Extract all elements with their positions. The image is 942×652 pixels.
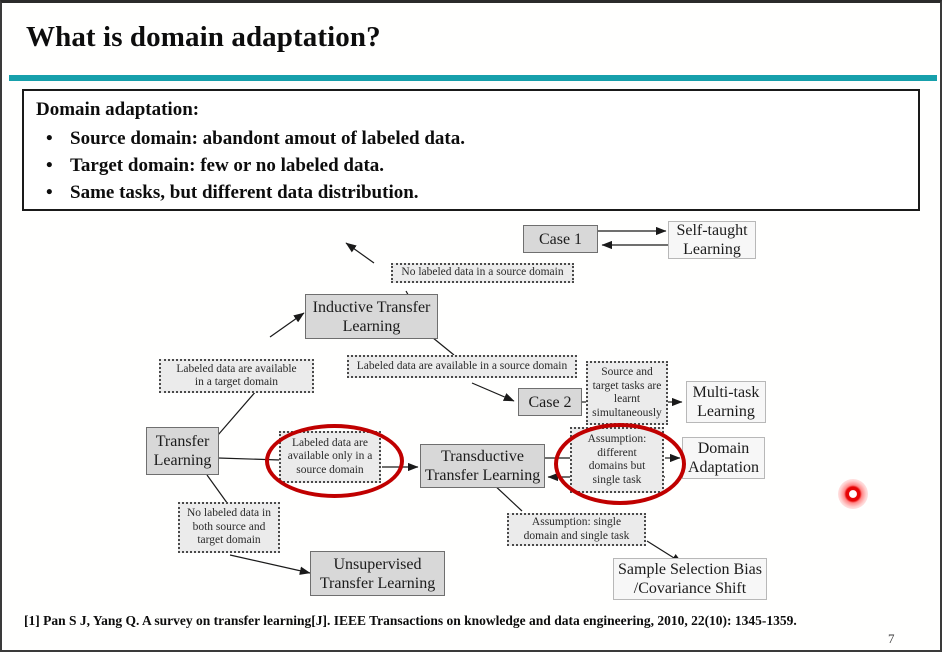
node-label: Case 2: [528, 393, 572, 411]
list-item: • Target domain: few or no labeled data.: [36, 152, 465, 179]
condition-no-labeled-data-source: No labeled data in a source domain: [391, 263, 574, 283]
definition-bullet-list: • Source domain: abandont amout of label…: [36, 125, 465, 206]
bullet-glyph: •: [46, 128, 53, 149]
node-label: Case 1: [538, 230, 583, 248]
list-item: • Same tasks, but different data distrib…: [36, 179, 465, 206]
laser-pointer-cursor: [838, 479, 868, 509]
list-item: • Source domain: abandont amout of label…: [36, 125, 465, 152]
title-underline-rule: [9, 75, 937, 81]
condition-labeled-data-source-domain: Labeled data are available in a source d…: [347, 355, 577, 378]
page-title: What is domain adaptation?: [26, 21, 381, 53]
node-label: Sample Selection Bias/Covariance Shift: [618, 561, 762, 597]
list-item-label: Same tasks, but different data distribut…: [70, 182, 419, 203]
definition-heading: Domain adaptation:: [36, 99, 200, 120]
page-number: 7: [888, 631, 895, 646]
node-case-1[interactable]: Case 1: [523, 225, 598, 253]
condition-label: Labeled data are available in a source d…: [356, 359, 568, 372]
list-item-label: Target domain: few or no labeled data.: [70, 155, 385, 176]
bullet-glyph: •: [46, 182, 53, 203]
list-item-label: Source domain: abandont amout of labeled…: [70, 128, 466, 149]
node-case-2[interactable]: Case 2: [518, 388, 582, 416]
domain-adaptation-definition-box: Domain adaptation: • Source domain: aban…: [22, 89, 920, 211]
node-sample-selection-bias[interactable]: Sample Selection Bias/Covariance Shift: [613, 558, 767, 600]
red-ellipse-different-domains: [554, 423, 686, 505]
red-ellipse-labeled-only-source: [265, 424, 404, 498]
condition-label: No labeled data in a source domain: [401, 266, 564, 279]
citation-footer: [1] Pan S J, Yang Q. A survey on transfe…: [24, 613, 797, 628]
bullet-glyph: •: [46, 155, 53, 176]
